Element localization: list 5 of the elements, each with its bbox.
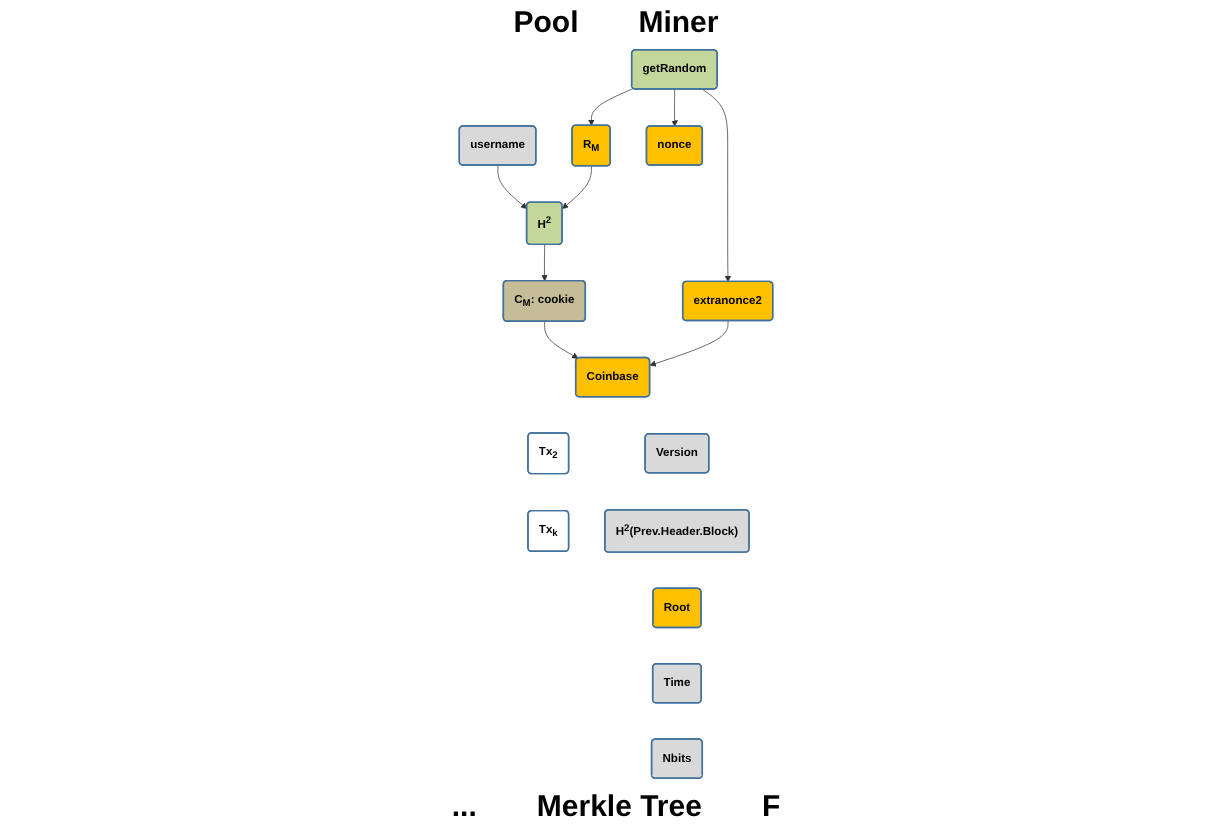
note-label: F [761,789,781,823]
note-label: Pool [513,5,579,39]
note-label: Merkle Tree [536,789,702,823]
note-label: ... [451,789,477,823]
note-label: Miner [638,5,719,39]
